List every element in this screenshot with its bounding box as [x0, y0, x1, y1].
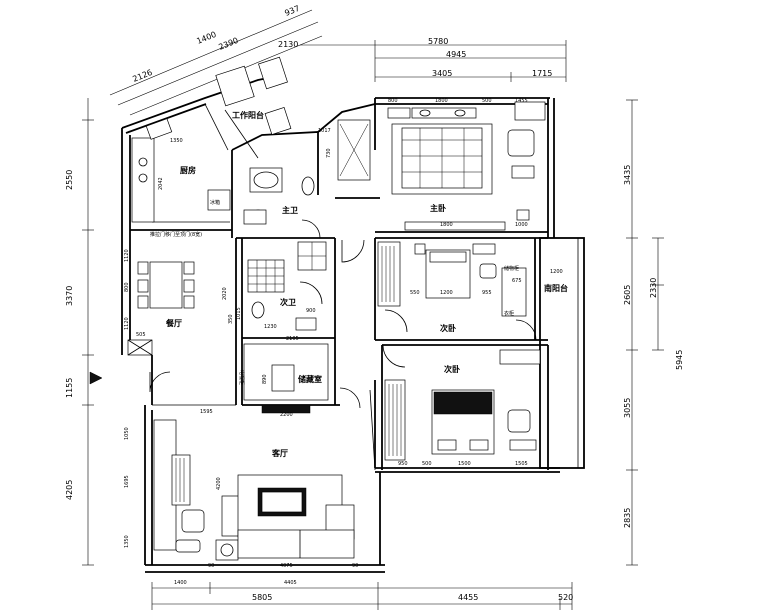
dim-top-4945: 4945: [446, 50, 466, 59]
dim-right-2330: 2330: [649, 278, 658, 298]
dim-left-4205: 4205: [65, 480, 74, 500]
dim-bath2-900: 900: [306, 308, 316, 314]
dim-top-1715: 1715: [532, 69, 552, 78]
master-bedroom-fixtures: [387, 101, 546, 231]
dim-bottom-5805: 5805: [252, 593, 272, 602]
dim-bedb-1505: 1505: [515, 461, 528, 467]
dim-master-500: 500: [482, 98, 492, 104]
dim-dining-1120a: 1120: [124, 249, 130, 262]
work-balcony-fixtures: [215, 56, 292, 135]
dim-master-1800b: 1800: [440, 222, 453, 228]
kitchen-fixtures: [131, 118, 231, 223]
dim-living-1595: 1595: [200, 409, 213, 415]
doors: [149, 219, 537, 471]
room-label-dining: 餐厅: [165, 318, 182, 328]
dim-dining-800: 800: [124, 282, 130, 292]
room-label-bedroom-a: 次卧: [440, 323, 456, 333]
second-bath-fixtures: [247, 241, 327, 331]
entrance-arrow-icon: [89, 371, 103, 385]
room-label-work-balcony: 工作阳台: [232, 110, 264, 120]
dim-bath2-1015: 1015: [236, 307, 242, 320]
dim-kitchen-1350: 1350: [170, 138, 183, 144]
room-label-living: 客厅: [271, 448, 288, 458]
dim-right-3435: 3435: [623, 165, 632, 185]
dim-left-1155: 1155: [65, 378, 74, 398]
room-label-storage: 储藏室: [297, 374, 322, 384]
dim-bedb-950: 950: [398, 461, 408, 467]
dim-master-1000: 1000: [515, 222, 528, 228]
bedroom-b-fixtures: [384, 349, 541, 461]
dim-bath2-890: 890: [262, 374, 268, 384]
dim-bottom-1400: 1400: [174, 580, 187, 586]
dimension-lines: [82, 9, 664, 610]
dim-bottom-520: 520: [558, 593, 573, 602]
storage-cabinet-label: 储物柜: [504, 265, 519, 272]
dim-right-5945: 5945: [675, 350, 684, 370]
living-fixtures: [153, 419, 355, 561]
room-label-master-bedroom: 主卧: [430, 203, 446, 213]
dim-bath2-2020: 2020: [222, 287, 228, 300]
dim-left-3370: 3370: [65, 286, 74, 306]
dim-beda-1200: 1200: [440, 290, 453, 296]
dim-living-4200: 4200: [216, 477, 222, 490]
room-label-second-bath: 次卫: [280, 297, 296, 307]
dim-top-2130: 2130: [278, 40, 298, 49]
room-label-kitchen: 厨房: [180, 165, 196, 175]
storage-fixtures: [243, 343, 329, 414]
room-label-south-balcony: 南阳台: [544, 283, 568, 293]
wardrobe-label: 衣柜: [504, 310, 514, 317]
dim-mbath-1017: 1017: [318, 128, 331, 134]
dim-bottom-4405: 4405: [284, 580, 297, 586]
dim-bedb-500: 500: [422, 461, 432, 467]
dim-dining-1120b: 1120: [124, 317, 130, 330]
dim-top-2390: 2390: [217, 36, 239, 52]
dim-living-1050: 1050: [124, 427, 130, 440]
dim-beda-550: 550: [410, 290, 420, 296]
dim-right-2835: 2835: [623, 508, 632, 528]
dining-fixtures: [127, 261, 195, 356]
dim-bottom-4455: 4455: [458, 593, 478, 602]
dim-master-800: 800: [388, 98, 398, 104]
fridge-label: 冰箱: [210, 199, 220, 206]
room-label-bedroom-b: 次卧: [444, 364, 460, 374]
dim-living-90a: 90: [208, 563, 214, 569]
dim-master-1455: 1455: [515, 98, 528, 104]
tv-cabinet-label: 电视柜: [238, 370, 245, 385]
dim-bath2-2105: 2105: [286, 336, 299, 342]
master-bath-fixtures: [243, 119, 371, 225]
bedroom-a-fixtures: [377, 241, 527, 317]
dim-living-1695: 1695: [124, 475, 130, 488]
dim-left-2550: 2550: [65, 170, 74, 190]
dim-dining-505: 505: [136, 332, 146, 338]
dim-kitchen-2042: 2042: [158, 177, 164, 190]
dim-beda-955: 955: [482, 290, 492, 296]
dimension-labels: 1400 937 2390 2130 5780 2126 4945 3405 1…: [65, 4, 684, 602]
dim-mbath-730: 730: [326, 148, 332, 158]
dim-bath2-350: 350: [228, 314, 234, 324]
dim-bath2-1230: 1230: [264, 324, 277, 330]
dim-balcony-1200: 1200: [550, 269, 563, 275]
dim-living-1350: 1350: [124, 535, 130, 548]
walls: [121, 77, 585, 573]
dim-right-2605: 2605: [623, 285, 632, 305]
dim-bath2-2200: 2200: [280, 412, 293, 418]
dim-top-3405: 3405: [432, 69, 452, 78]
dim-beda-675: 675: [512, 278, 522, 284]
room-label-master-bath: 主卫: [282, 205, 298, 215]
dim-living-4075: 4075: [280, 563, 293, 569]
dim-bedb-1500: 1500: [458, 461, 471, 467]
dim-living-90b: 90: [352, 563, 358, 569]
dim-top-5780: 5780: [428, 37, 448, 46]
dim-right-3055: 3055: [623, 398, 632, 418]
dim-top-1400: 1400: [195, 30, 217, 46]
kitchen-band-label: 推拉门移门至顶门(8宽): [150, 231, 202, 238]
dim-master-1800: 1800: [435, 98, 448, 104]
